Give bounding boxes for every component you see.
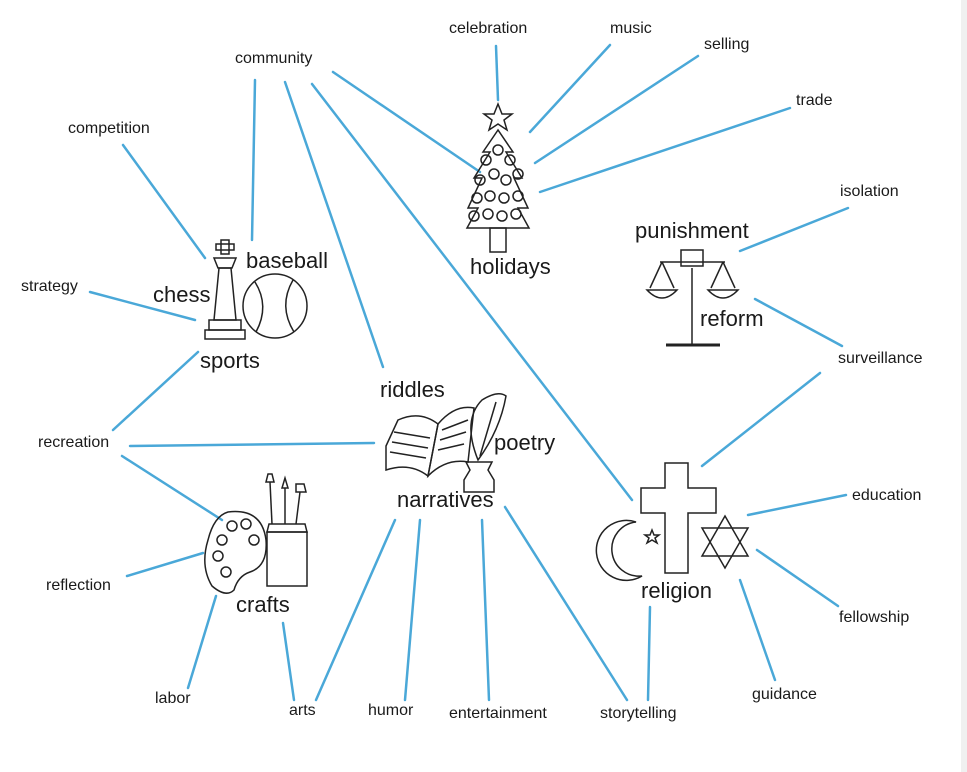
connector-education-religion — [746, 493, 848, 517]
hub-label-religion: religion — [641, 578, 712, 603]
connector-community-riddles — [283, 80, 385, 369]
keyword-storytelling: storytelling — [600, 705, 677, 722]
keyword-education: education — [852, 487, 922, 504]
connector-celebration-holidays — [494, 44, 500, 102]
cross-icon — [640, 462, 717, 574]
connector-entertainment-narratives — [480, 518, 491, 702]
baseball-icon — [242, 273, 308, 339]
connector-trade-holidays — [538, 106, 792, 194]
connector-music-holidays — [528, 43, 612, 134]
star-of-david-icon — [700, 514, 750, 570]
keyword-selling: selling — [704, 36, 750, 53]
quill-inkwell-icon — [463, 393, 507, 493]
connector-fellowship-religion — [755, 548, 840, 608]
keyword-entertainment: entertainment — [449, 705, 547, 722]
connector-recreation-crafts — [120, 454, 224, 522]
keyword-isolation: isolation — [840, 183, 899, 200]
keyword-guidance: guidance — [752, 686, 817, 703]
connector-surveillance-religion — [700, 371, 822, 468]
connector-recreation-riddles — [128, 441, 376, 448]
keyword-labor: labor — [155, 690, 191, 707]
keyword-community: community — [235, 50, 313, 67]
hub-label-holidays: holidays — [470, 254, 551, 279]
connector-community-holidays — [331, 70, 482, 174]
chess-king-icon — [204, 239, 246, 340]
connector-community-baseball — [250, 78, 257, 242]
connector-storytelling-narratives — [503, 505, 629, 702]
connector-surveillance-reform — [753, 297, 844, 348]
christmas-tree-icon — [465, 101, 531, 253]
keyword-humor: humor — [368, 702, 414, 719]
connector-reflection-crafts — [125, 551, 205, 578]
keyword-music: music — [610, 20, 652, 37]
paint-palette-icon — [204, 510, 267, 594]
hub-label-reform: reform — [700, 306, 764, 331]
connector-strategy-chess — [88, 290, 197, 322]
hub-label-punishment: punishment — [635, 218, 749, 243]
connector-arts-narratives — [314, 518, 397, 702]
connector-guidance-religion — [738, 578, 777, 682]
keyword-trade: trade — [796, 92, 833, 109]
keyword-fellowship: fellowship — [839, 609, 910, 626]
hub-label-crafts: crafts — [236, 592, 290, 617]
open-book-icon — [385, 406, 475, 479]
connector-isolation-punishment — [738, 206, 850, 253]
keyword-arts: arts — [289, 702, 316, 719]
connector-sports-recreation — [111, 350, 200, 432]
connector-humor-narratives — [403, 518, 422, 702]
connector-selling-holidays — [533, 54, 700, 165]
right-edge-border — [961, 0, 967, 772]
hub-label-riddles: riddles — [380, 377, 445, 402]
keyword-competition: competition — [68, 120, 150, 137]
scales-icon — [645, 249, 740, 347]
keyword-reflection: reflection — [46, 577, 111, 594]
connector-arts-crafts — [281, 621, 296, 702]
hub-label-baseball: baseball — [246, 248, 328, 273]
hub-label-chess: chess — [153, 282, 211, 307]
brush-cup-icon — [265, 473, 308, 587]
connector-competition-chess — [121, 143, 207, 260]
crescent-star-icon — [595, 519, 662, 582]
keyword-strategy: strategy — [21, 278, 78, 295]
keyword-celebration: celebration — [449, 20, 528, 37]
hub-label-narratives: narratives — [397, 487, 494, 512]
connector-storytelling-religion — [646, 605, 652, 702]
connector-community-religion — [310, 82, 634, 502]
connector-labor-crafts — [186, 594, 218, 690]
hub-label-sports: sports — [200, 348, 260, 373]
keyword-surveillance: surveillance — [838, 350, 923, 367]
keyword-recreation: recreation — [38, 434, 110, 451]
hub-label-poetry: poetry — [494, 430, 556, 455]
